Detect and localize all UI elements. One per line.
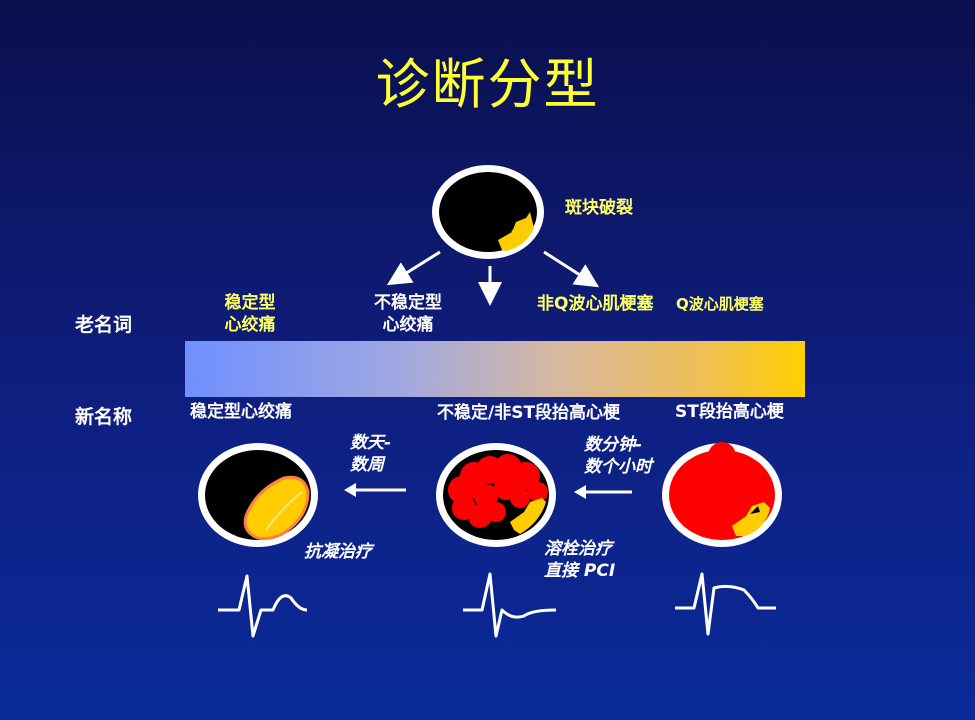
old-term-unstable-angina: 不稳定型 心绞痛 — [374, 293, 442, 335]
vessel-stabilized-plaque — [198, 443, 318, 547]
arrow-down-right-icon — [543, 250, 600, 288]
old-term-q-mi: Q波心肌梗塞 — [676, 295, 764, 313]
time-note-days-weeks: 数天- 数周 — [350, 433, 392, 475]
old-term-non-q-mi: 非Q波心肌梗塞 — [537, 294, 654, 314]
new-term-nste-acs: 不稳定/非ST段抬高心梗 — [437, 403, 621, 423]
ecg-icon — [218, 574, 308, 638]
vessel-plaque-rupture — [432, 165, 544, 259]
spectrum-bar — [185, 341, 805, 397]
new-term-stemi: ST段抬高心梗 — [675, 402, 784, 422]
plaque-rupture-label: 斑块破裂 — [565, 198, 633, 218]
old-terms-row-label: 老名词 — [75, 314, 133, 336]
time-note-minutes-hours: 数分钟- 数个小时 — [584, 435, 652, 477]
arrow-left-icon — [344, 483, 406, 497]
treatment-anticoagulation: 抗凝治疗 — [304, 542, 372, 562]
old-term-stable-angina: 稳定型 心绞痛 — [224, 293, 276, 335]
page-title: 诊断分型 — [375, 53, 600, 116]
arrow-down-left-icon — [386, 250, 441, 286]
new-term-stable-angina: 稳定型心绞痛 — [190, 402, 292, 422]
new-terms-row-label: 新名称 — [75, 406, 133, 428]
ecg-icon — [463, 572, 557, 638]
branch-arrows — [386, 250, 600, 306]
vessel-partial-thrombus — [436, 443, 556, 547]
arrow-left-icon — [574, 485, 632, 499]
ecg-icon — [675, 572, 776, 636]
vessel-occlusive-thrombus — [662, 442, 782, 547]
treatment-reperfusion: 溶栓治疗 直接 PCI — [544, 539, 616, 581]
